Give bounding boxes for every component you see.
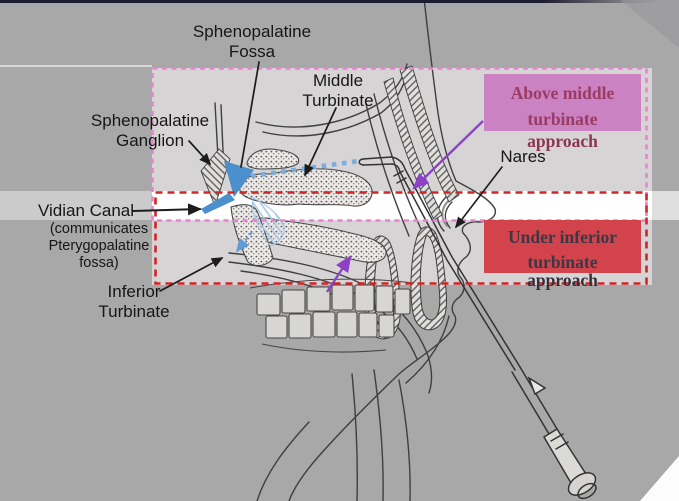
label-inferior-turbinate: Inferior Turbinate xyxy=(64,282,204,322)
callout-line: Under inferior xyxy=(507,227,618,247)
callout-line: turbinate xyxy=(527,109,598,129)
label-line: Turbinate xyxy=(98,302,170,321)
label-line: Inferior xyxy=(107,282,161,301)
label-line: Nares xyxy=(500,147,546,166)
label-line: Pterygopalatine xyxy=(48,238,150,254)
label-nares: Nares xyxy=(492,147,554,167)
label-line: Fossa xyxy=(228,42,276,61)
under-callout-approach-line: approach xyxy=(527,270,598,290)
slide-corner-bottom-right xyxy=(640,456,679,501)
label-line: Vidian Canal xyxy=(37,201,135,220)
slide-corner-top-right xyxy=(620,0,679,48)
label-vidian-canal: Vidian Canal (communicates Pterygopalati… xyxy=(0,201,172,272)
teeth xyxy=(249,278,415,353)
label-middle-turbinate: Middle Turbinate xyxy=(278,71,398,111)
label-line: Sphenopalatine xyxy=(192,22,312,41)
label-line: Turbinate xyxy=(302,91,374,110)
label-line: (communicates xyxy=(49,221,149,237)
thin-light-line xyxy=(0,65,152,67)
callout-line: turbinate xyxy=(527,252,598,272)
label-sphenopalatine-fossa: Sphenopalatine Fossa xyxy=(162,22,342,62)
label-line: Sphenopalatine xyxy=(90,111,210,130)
label-line: Middle xyxy=(312,71,364,90)
label-line: fossa) xyxy=(79,255,119,271)
label-line: Ganglion xyxy=(115,131,185,150)
white-band-left xyxy=(0,191,152,220)
above-middle-turbinate-callout: Above middle turbinate xyxy=(484,74,641,131)
white-band xyxy=(152,191,652,220)
callout-line: Above middle xyxy=(510,83,615,103)
above-callout-approach-line: approach xyxy=(527,131,598,151)
label-sphenopalatine-ganglion: Sphenopalatine Ganglion xyxy=(59,111,241,151)
under-inferior-turbinate-callout: Under inferior turbinate xyxy=(484,220,641,273)
white-band-right xyxy=(652,191,679,220)
slide-top-edge xyxy=(0,0,679,3)
